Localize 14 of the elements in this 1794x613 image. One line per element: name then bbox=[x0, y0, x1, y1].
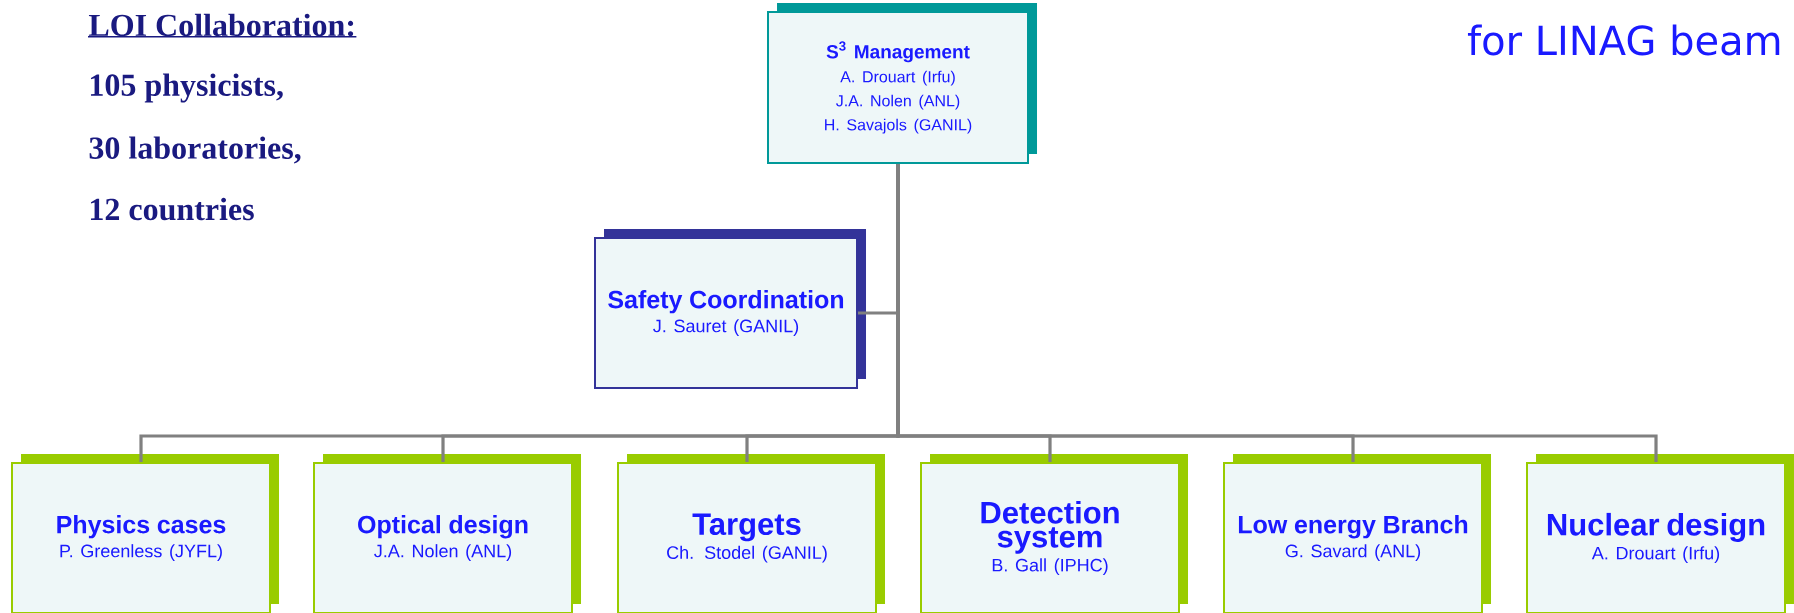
connector-line bbox=[896, 164, 1658, 462]
org-box: Physics cases P. Greenless (JYFL) bbox=[11, 454, 279, 613]
org-box: S$^{3}$ Management A. Drouart (Irfu) J.A. Nolen (ANL) H. Savajols (GANIL) bbox=[767, 3, 1037, 164]
note-text: 12 countries bbox=[91, 197, 254, 221]
org-box: Safety Coordination J. Sauret (GANIL) bbox=[594, 229, 866, 389]
note-text: for LINAG beam bbox=[1467, 24, 1780, 56]
org-box: Detection system B. Gall (IPHC) bbox=[920, 454, 1188, 613]
org-box: Optical design J.A. Nolen (ANL) bbox=[313, 454, 581, 613]
note-text: 30 laboratories, bbox=[89, 136, 301, 164]
org-box: Nuclear design A. Drouart (Irfu) bbox=[1526, 454, 1794, 613]
note-text: 105 physicists, bbox=[91, 73, 283, 103]
org-box: Low energy Branch G. Savard (ANL) bbox=[1223, 454, 1491, 613]
heading: LOI Collaboration: bbox=[87, 13, 358, 38]
org-box: Targets Ch. Stodel (GANIL) bbox=[617, 454, 885, 613]
